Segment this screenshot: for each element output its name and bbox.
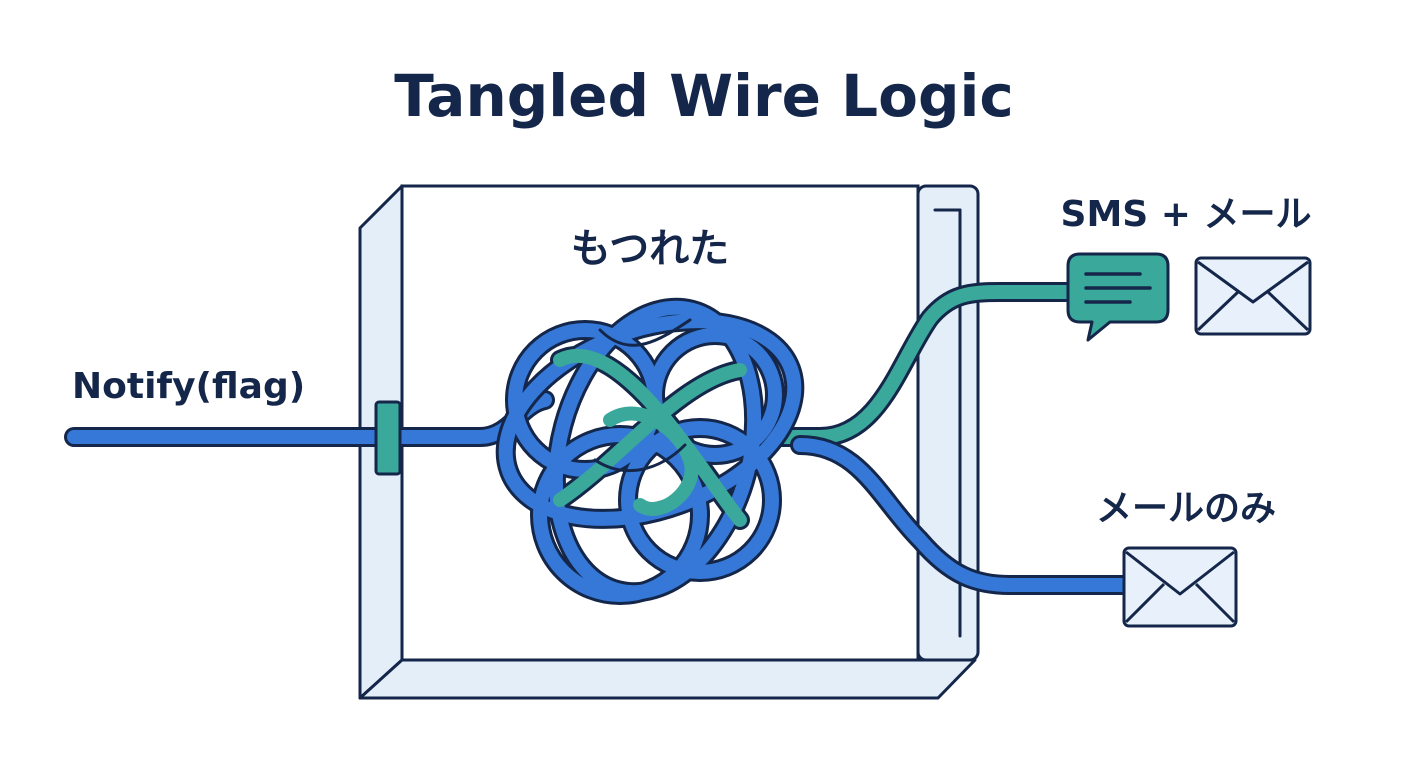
lower-output-label: メールのみ	[1096, 488, 1276, 529]
input-connector	[374, 400, 402, 476]
box-label: もつれた	[571, 226, 729, 272]
tangled-knot	[495, 297, 805, 605]
envelope-icon	[1122, 546, 1238, 628]
upper-output-label: SMS + メール	[1061, 194, 1312, 235]
box-right-side	[916, 184, 980, 662]
chat-bubble-icon	[1066, 252, 1170, 342]
envelope-icon	[1194, 256, 1312, 336]
input-label: Notify(flag)	[72, 366, 305, 407]
box-bottom-side	[358, 658, 977, 700]
output-wires	[770, 282, 1134, 595]
page-title: Tangled Wire Logic	[394, 62, 1014, 130]
